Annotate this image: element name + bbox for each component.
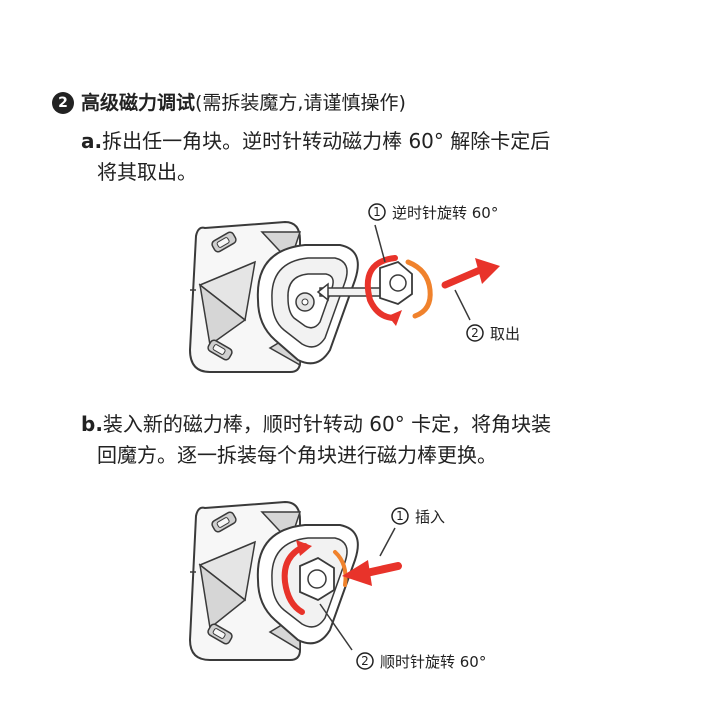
callout-number: 1 (396, 509, 404, 523)
callout-rotate-cw: 2 顺时针旋转 60° (356, 652, 486, 671)
step-title: 高级磁力调试 (81, 92, 196, 114)
instruction-b-text2: 回魔方。逐一拆装每个角块进行磁力棒更换。 (97, 443, 497, 467)
callout-insert: 1 插入 (391, 507, 445, 526)
instruction-a-letter: a. (81, 129, 103, 153)
callout-take-out: 2 取出 (466, 324, 520, 343)
step-heading: 2 高级磁力调试 (需拆装魔方,请谨慎操作) (52, 90, 406, 116)
corner-piece (256, 244, 359, 365)
callout-text: 插入 (415, 508, 445, 526)
magnet-slot-icon (207, 339, 233, 361)
instruction-a-text1: 拆出任一角块。逆时针转动磁力棒 60° 解除卡定后 (102, 129, 551, 153)
callout-text: 取出 (490, 325, 520, 343)
instruction-a: a.拆出任一角块。逆时针转动磁力棒 60° 解除卡定后 将其取出。 (81, 126, 550, 188)
magnet-slot-icon (211, 511, 237, 533)
instruction-b-letter: b. (81, 412, 103, 436)
instruction-a-text2: 将其取出。 (97, 160, 197, 184)
instruction-b: b.装入新的磁力棒，顺时针转动 60° 卡定，将角块装 回魔方。逐一拆装每个角块… (81, 409, 551, 471)
callout-text: 顺时针旋转 60° (380, 653, 486, 671)
instruction-b-text1: 装入新的磁力棒，顺时针转动 60° 卡定，将角块装 (102, 412, 552, 436)
insert-arrow-icon (342, 560, 402, 586)
counterclockwise-arrow-icon (364, 255, 433, 326)
step-note: (需拆装魔方,请谨慎操作) (195, 92, 406, 114)
callout-number: 2 (471, 326, 479, 340)
figure-b-insert-rod: 1 插入 2 顺时针旋转 60° (188, 500, 486, 671)
clockwise-arrow-icon (281, 540, 348, 615)
callout-text: 逆时针旋转 60° (392, 204, 498, 222)
callout-number: 1 (373, 205, 381, 219)
pull-out-arrow-icon (441, 258, 500, 289)
magnet-rod (316, 260, 413, 305)
callout-leader-line (319, 603, 353, 651)
magnet-slot-icon (211, 231, 237, 253)
callout-leader-line (379, 527, 396, 557)
callout-leader-line (374, 224, 386, 263)
hex-magnet-head (299, 556, 335, 602)
figure-a-remove-corner: 1 逆时针旋转 60° 2 取出 (188, 203, 520, 373)
magnet-slot-icon (207, 623, 233, 645)
step-number-badge: 2 (52, 92, 74, 114)
callout-number: 2 (361, 654, 369, 668)
callout-rotate-ccw: 1 逆时针旋转 60° (368, 203, 498, 222)
instruction-b-line1: b.装入新的磁力棒，顺时针转动 60° 卡定，将角块装 (81, 409, 551, 440)
callout-leader-line (454, 289, 471, 321)
instruction-a-line1: a.拆出任一角块。逆时针转动磁力棒 60° 解除卡定后 (81, 126, 550, 157)
